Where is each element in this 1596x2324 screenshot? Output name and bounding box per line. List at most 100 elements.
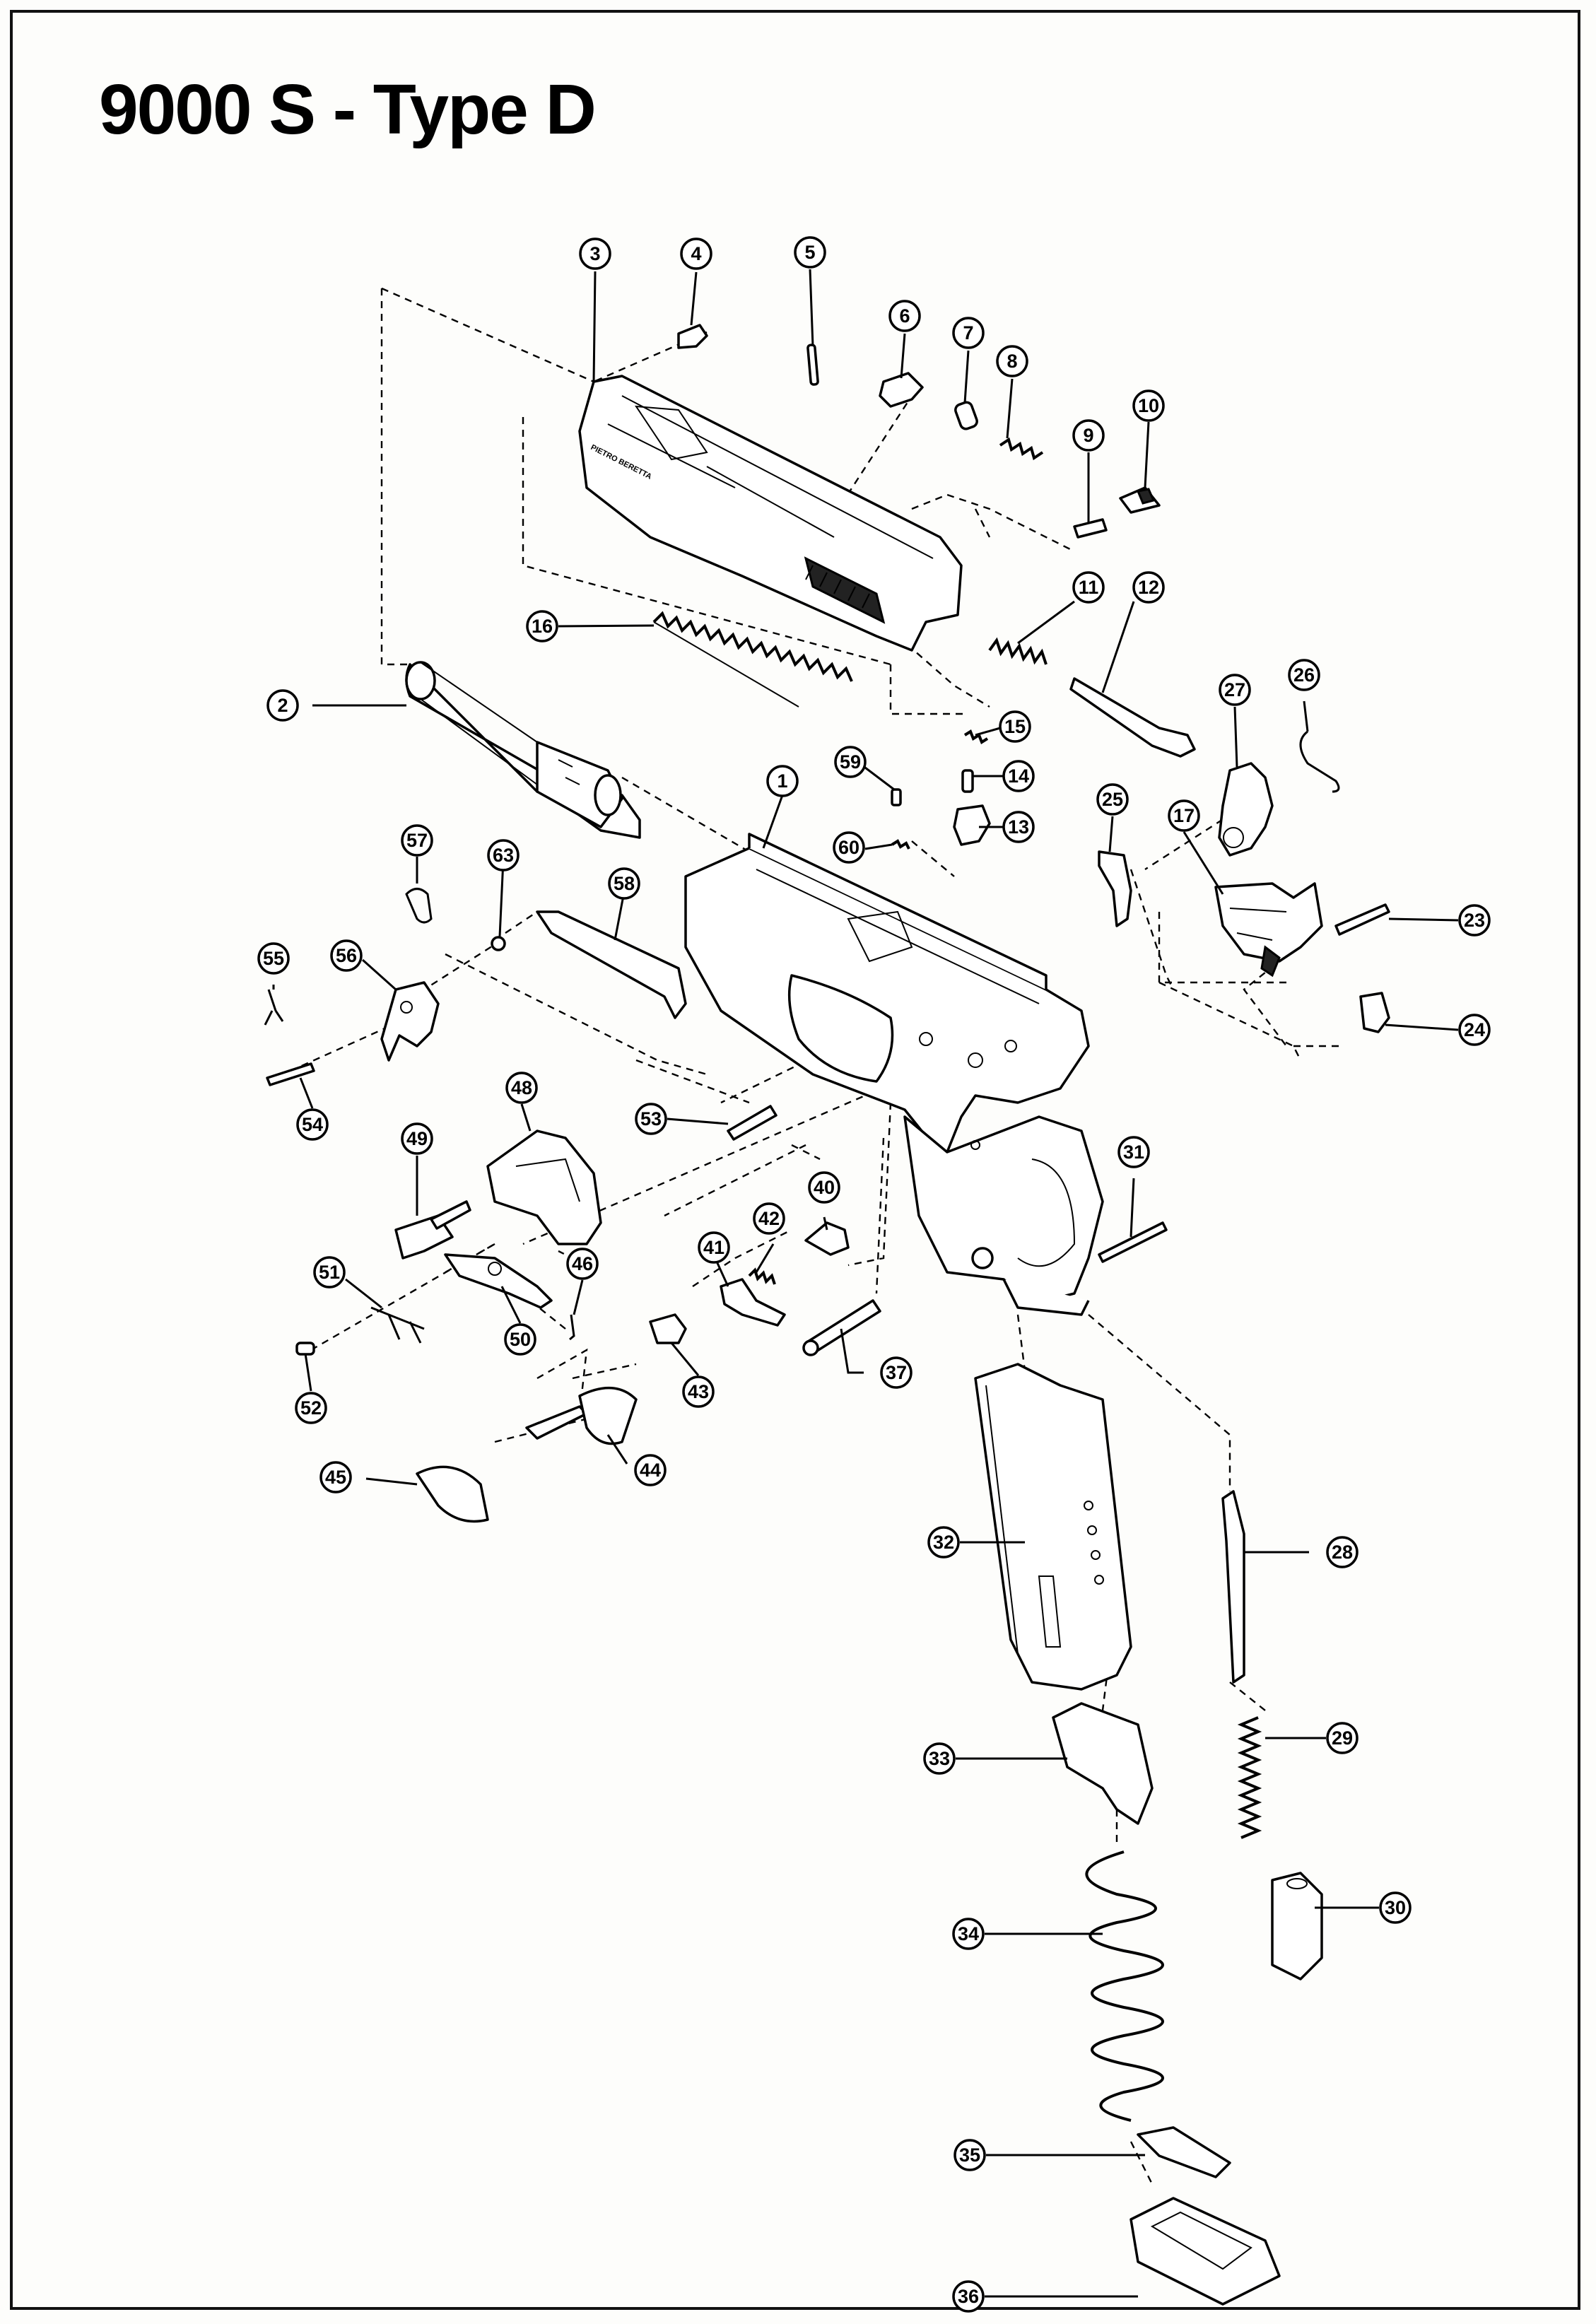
pin-54: [266, 1062, 315, 1086]
callout-24: 24: [1458, 1014, 1491, 1046]
slide-stop-58: [536, 910, 687, 1019]
part-59: [891, 788, 902, 806]
callout-40: 40: [808, 1171, 840, 1204]
svg-text:10: 10: [1138, 395, 1159, 416]
svg-text:50: 50: [510, 1329, 531, 1350]
lever-25: [1098, 850, 1132, 927]
svg-text:51: 51: [319, 1262, 340, 1283]
recoil-spring-16: [652, 611, 853, 708]
spring-55: [264, 989, 284, 1026]
callout-59: 59: [834, 746, 867, 778]
svg-text:53: 53: [640, 1108, 662, 1129]
svg-text:58: 58: [614, 873, 635, 894]
callout-5: 5: [794, 236, 826, 269]
svg-text:29: 29: [1332, 1727, 1353, 1749]
callout-32: 32: [927, 1526, 960, 1559]
svg-text:2: 2: [277, 695, 288, 716]
svg-text:31: 31: [1123, 1142, 1144, 1163]
callout-53: 53: [635, 1103, 667, 1135]
svg-text:54: 54: [302, 1114, 323, 1135]
callout-4: 4: [680, 237, 712, 270]
callout-36: 36: [952, 2280, 985, 2313]
callout-48: 48: [505, 1072, 538, 1104]
spring-29: [1237, 1716, 1262, 1839]
callout-57: 57: [401, 824, 433, 857]
callout-6: 6: [888, 300, 921, 332]
svg-text:25: 25: [1102, 789, 1123, 810]
svg-text:24: 24: [1464, 1019, 1485, 1040]
pin-52: [295, 1342, 315, 1356]
callout-2: 2: [266, 689, 299, 722]
pin-5: [806, 344, 819, 386]
svg-text:49: 49: [406, 1128, 428, 1149]
callout-44: 44: [634, 1454, 667, 1486]
sear-48: [486, 1129, 602, 1245]
svg-text:46: 46: [572, 1253, 593, 1274]
svg-text:28: 28: [1332, 1542, 1353, 1563]
callout-30: 30: [1379, 1891, 1412, 1924]
callout-7: 7: [952, 317, 985, 349]
barrel-2: [405, 661, 641, 839]
svg-text:37: 37: [886, 1362, 907, 1383]
spring-11: [988, 637, 1048, 665]
svg-text:9: 9: [1083, 425, 1093, 446]
svg-text:63: 63: [493, 845, 514, 866]
svg-text:36: 36: [958, 2286, 979, 2307]
callout-34: 34: [952, 1918, 985, 1950]
callout-1: 1: [766, 765, 799, 797]
svg-text:59: 59: [840, 751, 861, 773]
callout-27: 27: [1219, 674, 1251, 706]
callout-46: 46: [566, 1248, 599, 1280]
callout-58: 58: [608, 867, 640, 900]
svg-text:15: 15: [1004, 716, 1026, 737]
callout-13: 13: [1002, 811, 1035, 843]
svg-text:5: 5: [804, 242, 815, 263]
plunger-49: [394, 1200, 471, 1260]
follower-33: [1052, 1702, 1154, 1825]
callout-54: 54: [296, 1108, 329, 1141]
callout-3: 3: [579, 237, 611, 270]
pin-31: [1098, 1221, 1168, 1263]
svg-text:16: 16: [532, 616, 553, 637]
svg-text:48: 48: [511, 1077, 532, 1098]
pin-53: [727, 1105, 778, 1141]
callout-bubbles: 1 2 3 4 5 6 7 8 9 10 11 12 13 14 15 16 1…: [257, 236, 1491, 2313]
callout-50: 50: [504, 1323, 536, 1356]
callout-37: 37: [880, 1356, 913, 1389]
pin-23: [1334, 903, 1390, 936]
callout-52: 52: [295, 1392, 327, 1424]
part-46: [569, 1314, 575, 1341]
lever-50: [444, 1253, 553, 1309]
spring-8: [999, 437, 1044, 461]
svg-text:4: 4: [691, 243, 701, 264]
safety-44: [525, 1387, 638, 1445]
extractor-9: [1073, 518, 1108, 539]
svg-text:30: 30: [1385, 1897, 1406, 1918]
callout-15: 15: [999, 710, 1031, 743]
page-title: 9000 S - Type D: [99, 70, 597, 149]
trigger-mechanism-17: [1214, 882, 1323, 978]
slide-serrations: [804, 556, 886, 624]
svg-text:11: 11: [1079, 577, 1099, 598]
callout-60: 60: [833, 831, 865, 864]
part-24: [1359, 992, 1390, 1033]
lever-56: [380, 981, 440, 1062]
callout-9: 9: [1072, 419, 1105, 452]
callout-17: 17: [1168, 799, 1200, 832]
hammer-spring-26: [1299, 730, 1340, 793]
callout-43: 43: [682, 1375, 715, 1408]
callout-25: 25: [1096, 783, 1129, 816]
spring-60: [891, 839, 910, 850]
spring-51: [370, 1306, 425, 1344]
callout-51: 51: [313, 1256, 346, 1289]
part-41: [720, 1278, 786, 1327]
svg-text:43: 43: [688, 1381, 709, 1402]
svg-text:3: 3: [589, 243, 600, 264]
svg-text:60: 60: [838, 837, 859, 858]
magazine-spring-34: [1085, 1850, 1164, 2122]
callout-10: 10: [1132, 389, 1165, 422]
callout-leader-lines: [272, 269, 1459, 2298]
svg-text:52: 52: [300, 1397, 322, 1419]
svg-text:1: 1: [777, 770, 787, 792]
